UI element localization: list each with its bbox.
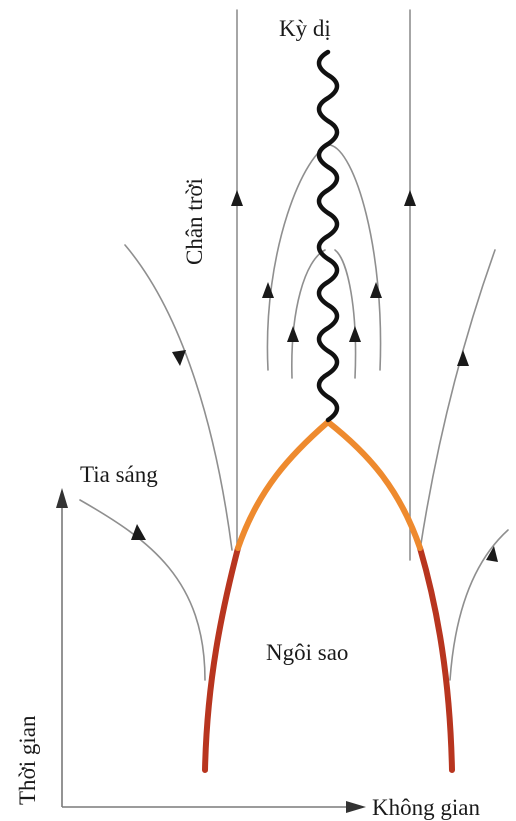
trapped-ray-right-outer-arrow [370, 282, 382, 298]
star-surface-left-upper [238, 422, 328, 548]
singularity-label: Kỳ dị [279, 16, 331, 41]
light-ray-lower-left [80, 500, 205, 680]
light-ray-outer-left-arrow [172, 350, 186, 366]
trapped-ray-left-inner [292, 250, 325, 378]
star-label: Ngôi sao [266, 640, 348, 665]
trapped-ray-left-inner-arrow [287, 326, 299, 342]
light-ray-outer-left [125, 245, 232, 550]
star-surface [205, 422, 452, 770]
star-surface-right-lower [420, 548, 452, 770]
light-ray-label: Tia sáng [80, 462, 158, 487]
space-axis-label: Không gian [372, 795, 480, 820]
light-ray-outer-right [420, 250, 495, 550]
horizon-label: Chân trời [182, 178, 207, 265]
light-ray-lower-right [450, 530, 508, 680]
horizon-left-arrow [231, 190, 243, 206]
star-surface-right-upper [328, 422, 420, 548]
light-ray-lower-left-arrow [131, 524, 146, 540]
trapped-ray-right-inner-arrow [349, 326, 361, 342]
light-ray-outer-right-arrow [457, 350, 469, 366]
horizon-right-arrow [404, 190, 416, 206]
star-surface-left-lower [205, 548, 238, 770]
space-axis-arrowhead [346, 801, 366, 813]
time-axis-label: Thời gian [15, 715, 40, 805]
time-axis-arrowhead [56, 488, 68, 508]
singularity-wavy-line [319, 52, 337, 420]
